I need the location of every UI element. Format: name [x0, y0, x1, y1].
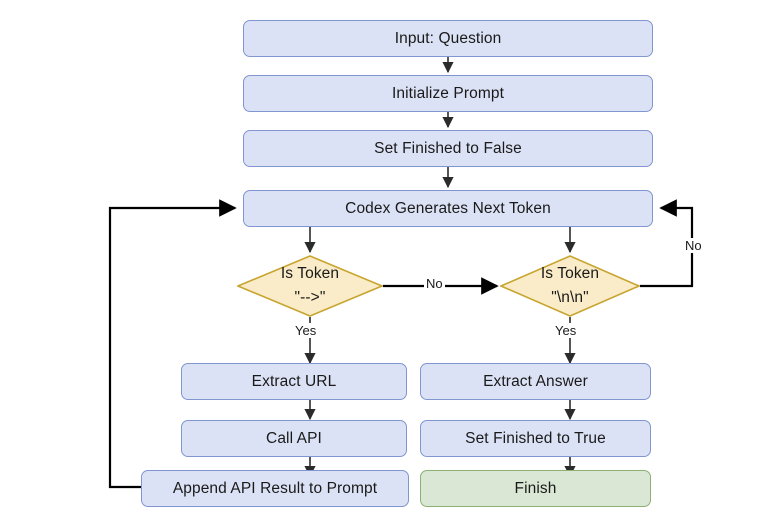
node-label: Codex Generates Next Token	[345, 199, 551, 217]
node-label: Initialize Prompt	[392, 84, 504, 102]
node-decision-is-token-newline[interactable]: Is Token "\n\n"	[500, 255, 640, 317]
node-label-line2: "\n\n"	[551, 289, 589, 306]
edge-label-newline-no: No	[683, 238, 704, 253]
node-label: Set Finished to False	[374, 139, 522, 157]
node-append-api-result-to-prompt[interactable]: Append API Result to Prompt	[141, 470, 409, 507]
diamond-shape-icon	[500, 255, 640, 317]
node-initialize-prompt[interactable]: Initialize Prompt	[243, 75, 653, 112]
node-label: Call API	[266, 429, 322, 447]
node-label: Finish	[514, 479, 557, 497]
node-input-question[interactable]: Input: Question	[243, 20, 653, 57]
node-label-line1: Is Token	[540, 264, 600, 282]
node-label-line1: Is Token	[280, 264, 340, 282]
node-finish[interactable]: Finish	[420, 470, 651, 507]
edge-label-arrow-yes: Yes	[293, 323, 319, 338]
node-label-line2: "-->"	[294, 289, 326, 306]
node-set-finished-false[interactable]: Set Finished to False	[243, 130, 653, 167]
node-label: Extract URL	[251, 372, 337, 390]
edge-label-newline-yes: Yes	[553, 323, 579, 338]
node-label: Set Finished to True	[465, 429, 606, 447]
node-set-finished-true[interactable]: Set Finished to True	[420, 420, 651, 457]
diamond-shape-icon	[237, 255, 383, 317]
node-call-api[interactable]: Call API	[181, 420, 407, 457]
node-codex-generates-next-token[interactable]: Codex Generates Next Token	[243, 190, 653, 227]
edge-append-to-codex-loop	[108, 199, 237, 489]
node-extract-answer[interactable]: Extract Answer	[420, 363, 651, 400]
node-label: Input: Question	[394, 29, 502, 47]
node-extract-url[interactable]: Extract URL	[181, 363, 407, 400]
node-decision-is-token-arrow[interactable]: Is Token "-->"	[237, 255, 383, 317]
edge-label-arrow-no: No	[424, 276, 445, 291]
node-label: Extract Answer	[483, 372, 588, 390]
node-label: Append API Result to Prompt	[172, 479, 378, 497]
